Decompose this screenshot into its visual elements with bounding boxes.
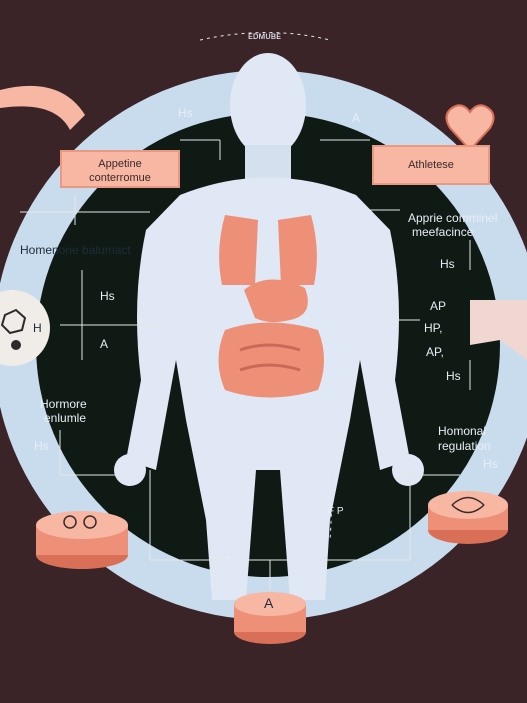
appetite-control-box: Appetine conterromue [60, 150, 180, 188]
molecule-icon [0, 308, 27, 350]
top-caption: ᴇᴅᴍᴜʙᴇ [248, 31, 281, 42]
label-hs-right-3: Hs [483, 457, 498, 471]
label-hp: HP, [424, 321, 443, 335]
label-hs-left-mid: Hs [100, 289, 115, 303]
label-a-left-mid: A [100, 337, 109, 351]
bottom-left-disc [36, 511, 128, 569]
label-appetite-right-l2: meefacince [412, 225, 474, 239]
label-h-chem: H [33, 321, 42, 335]
label-ap: AP [430, 299, 447, 313]
stomach-organ [244, 279, 308, 323]
label-hormore-l2: enlumle [44, 411, 87, 425]
appetite-box-line1: Appetine [98, 158, 142, 170]
connector-lines [20, 32, 471, 590]
label-hormore-l1: Hormore [40, 397, 87, 411]
right-hand-shape [470, 300, 527, 360]
label-hs-left-low: Hs [34, 439, 49, 453]
label-hormonal-l2: regulation [438, 439, 491, 453]
label-fp: F P [328, 506, 344, 517]
label-hs-right-2: Hs [446, 369, 461, 383]
left-lung [219, 215, 258, 285]
label-appetite-right-l1: Apprie comminel [408, 211, 498, 225]
bottom-center-disc [234, 592, 306, 644]
label-hormone-balance: Homenone balumact [20, 243, 131, 257]
label-a-top: A [352, 111, 361, 125]
human-figure [114, 53, 424, 600]
label-a-disc: A [264, 595, 274, 611]
label-hs-right-1: Hs [440, 257, 455, 271]
appetite-box-line2: conterromue [89, 172, 151, 184]
top-left-swoosh [0, 85, 85, 130]
intestines-organ [218, 322, 324, 398]
bottom-right-disc [428, 491, 508, 544]
label-ap2: AP, [426, 345, 444, 359]
heart-icon [445, 104, 495, 152]
cycle-arrows-icon [451, 496, 485, 514]
label-dot-t: T [224, 556, 231, 567]
label-hormonal-l1: Homonal [438, 424, 487, 438]
athletics-box-label: Athletese [408, 159, 454, 171]
label-hs-top-left: Hs [178, 106, 193, 120]
athletics-box: Athletese [372, 145, 490, 185]
right-lung [278, 215, 317, 285]
